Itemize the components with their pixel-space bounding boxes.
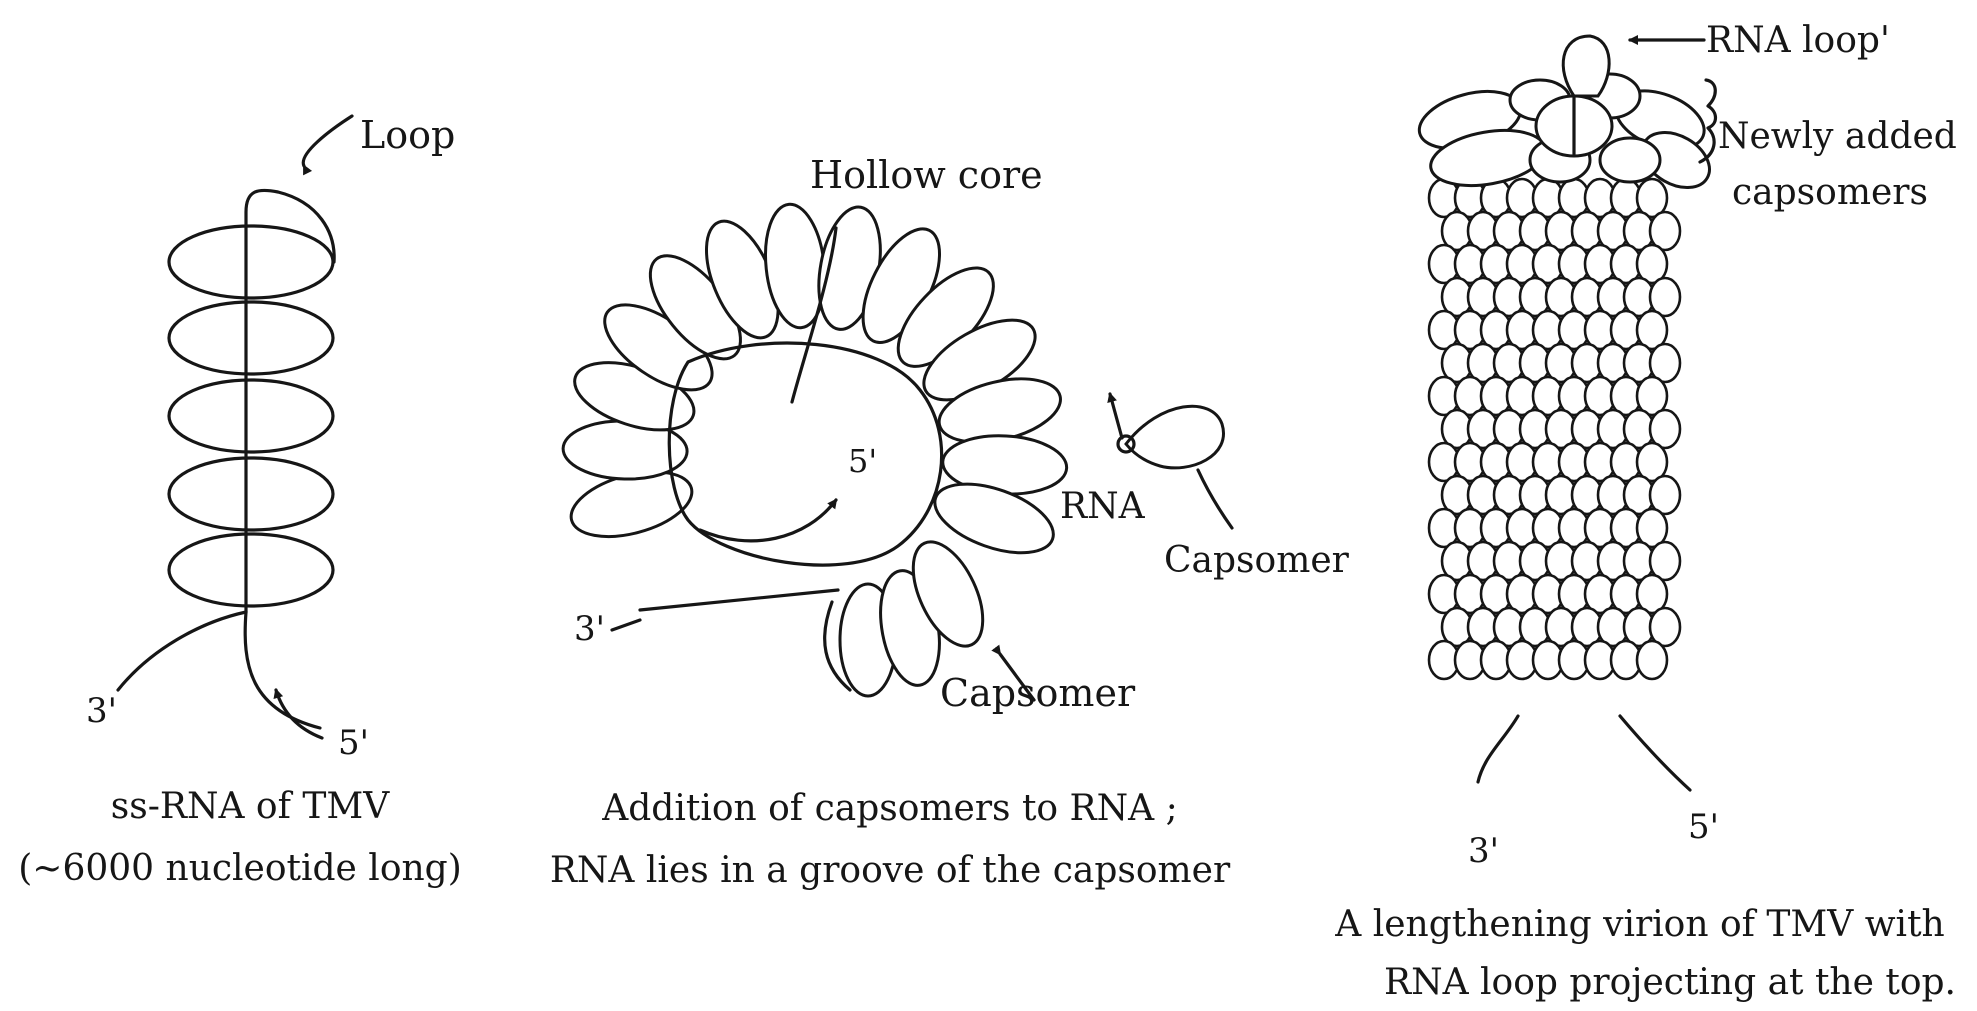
panel3-caption-line1: A lengthening virion of TMV with <box>1334 904 1944 945</box>
panel2-caption-line1: Addition of capsomers to RNA ; <box>601 788 1177 829</box>
capsomer-label-small: Capsomer <box>1164 540 1350 581</box>
virion-3-prime-label: 3' <box>1468 831 1499 871</box>
capsomer-label: Capsomer <box>940 671 1136 715</box>
panel-ss-rna: Loop 3' 5' ss-RNA of TMV (~6000 nucleoti… <box>18 113 462 889</box>
capsomer-ring <box>562 201 1068 566</box>
virion-5-prime-label: 5' <box>1688 807 1719 847</box>
panel1-caption-line2: (~6000 nucleotide long) <box>18 848 462 889</box>
rna-3-prime-label: 3' <box>86 691 117 731</box>
core-5-prime-label: 5' <box>848 442 877 480</box>
hollow-core-label: Hollow core <box>810 153 1043 197</box>
loop-label: Loop <box>360 113 455 157</box>
panel-capsomer-addition: Hollow core 5' 3' Capsomer RNA Capsomer … <box>550 153 1350 891</box>
panel2-caption-line2: RNA lies in a groove of the capsomer <box>550 850 1231 891</box>
newly-added-line2: capsomers <box>1732 172 1928 213</box>
panel1-caption-line1: ss-RNA of TMV <box>111 786 390 827</box>
panel3-caption-line2: RNA loop projecting at the top. <box>1384 962 1956 1003</box>
newly-added-line1: Newly added <box>1718 116 1957 157</box>
panel-virion: RNA loop' Newly added capsomers 3' 5' A … <box>1334 20 1957 1003</box>
rod-capsomer <box>1637 641 1667 679</box>
core-3-prime-label: 3' <box>574 609 605 649</box>
rna-loop-label: RNA loop' <box>1706 20 1890 61</box>
rna-5-prime-label: 5' <box>338 723 369 763</box>
rna-coil <box>118 116 352 738</box>
rna-label: RNA <box>1060 486 1146 527</box>
virion-cap <box>1413 36 1719 199</box>
virion-rod <box>1429 179 1680 679</box>
